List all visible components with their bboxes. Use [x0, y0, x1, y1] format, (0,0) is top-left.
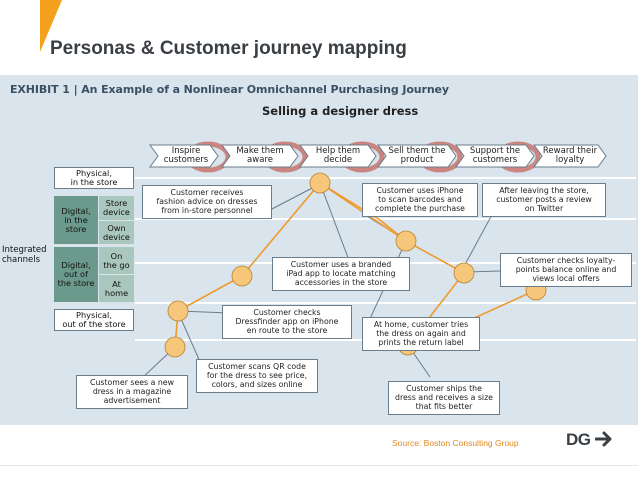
touchpoint-dot: [309, 172, 331, 194]
callout-scan-barcodes: Customer uses iPhone to scan barcodes an…: [362, 183, 478, 217]
callout-magazine-ad: Customer sees a new dress in a magazine …: [76, 375, 188, 409]
touchpoint-dot: [167, 300, 189, 322]
channel-physical-out: Physical, out of the store: [54, 309, 134, 331]
arrow-right-icon: [594, 431, 612, 447]
callout-qr-code: Customer scans QR code for the dress to …: [196, 359, 318, 393]
stage-reward: Reward their loyalty: [542, 145, 598, 165]
touchpoint-dot: [231, 265, 253, 287]
stage-chevrons: [149, 144, 607, 168]
exhibit-label: EXHIBIT 1 | An Example of a Nonlinear Om…: [10, 83, 449, 96]
channel-digital-out-store: Digital, out of the store: [54, 247, 98, 302]
channel-on-the-go: On the go: [99, 247, 134, 274]
integrated-channels-label: Integrated channels: [2, 245, 47, 265]
touchpoint-dot: [164, 336, 186, 358]
channel-store-device: Store device: [99, 196, 134, 220]
source-note: Source: Boston Consulting Group: [392, 438, 519, 448]
callout-loyalty-points: Customer checks loyalty- points balance …: [500, 253, 632, 287]
channel-digital-in-store: Digital, in the store: [54, 196, 98, 244]
callout-ships-dress: Customer ships the dress and receives a …: [388, 381, 500, 415]
stage-make-aware: Make them aware: [236, 145, 284, 165]
callout-dressfinder: Customer checks Dressfinder app on iPhon…: [222, 305, 352, 339]
stage-help-decide: Help them decide: [315, 145, 361, 165]
callout-fashion-advice: Customer receives fashion advice on dres…: [142, 185, 272, 219]
footer-divider: [0, 465, 638, 466]
accent-stripe-shape: [40, 0, 62, 52]
logo-text: DG: [566, 430, 591, 449]
channel-at-home: At home: [99, 275, 134, 302]
journey-path-branch: [319, 182, 407, 242]
journey-figure: EXHIBIT 1 | An Example of a Nonlinear Om…: [0, 75, 638, 425]
touchpoint-dot: [395, 230, 417, 252]
callout-try-on-home: At home, customer tries the dress on aga…: [362, 317, 480, 351]
stage-support: Support the customers: [469, 145, 521, 165]
slide-title: Personas & Customer journey mapping: [50, 38, 407, 59]
stage-inspire: Inspire customers: [163, 145, 209, 165]
channel-own-device: Own device: [99, 221, 134, 244]
channel-physical-store: Physical, in the store: [54, 167, 134, 189]
touchpoint-dot: [453, 262, 475, 284]
stage-sell-product: Sell them the product: [388, 145, 446, 165]
company-logo: DG: [566, 430, 613, 450]
callout-twitter-review: After leaving the store, customer posts …: [482, 183, 606, 217]
callout-ipad-app: Customer uses a branded iPad app to loca…: [272, 257, 410, 291]
figure-subtitle: Selling a designer dress: [262, 104, 419, 118]
